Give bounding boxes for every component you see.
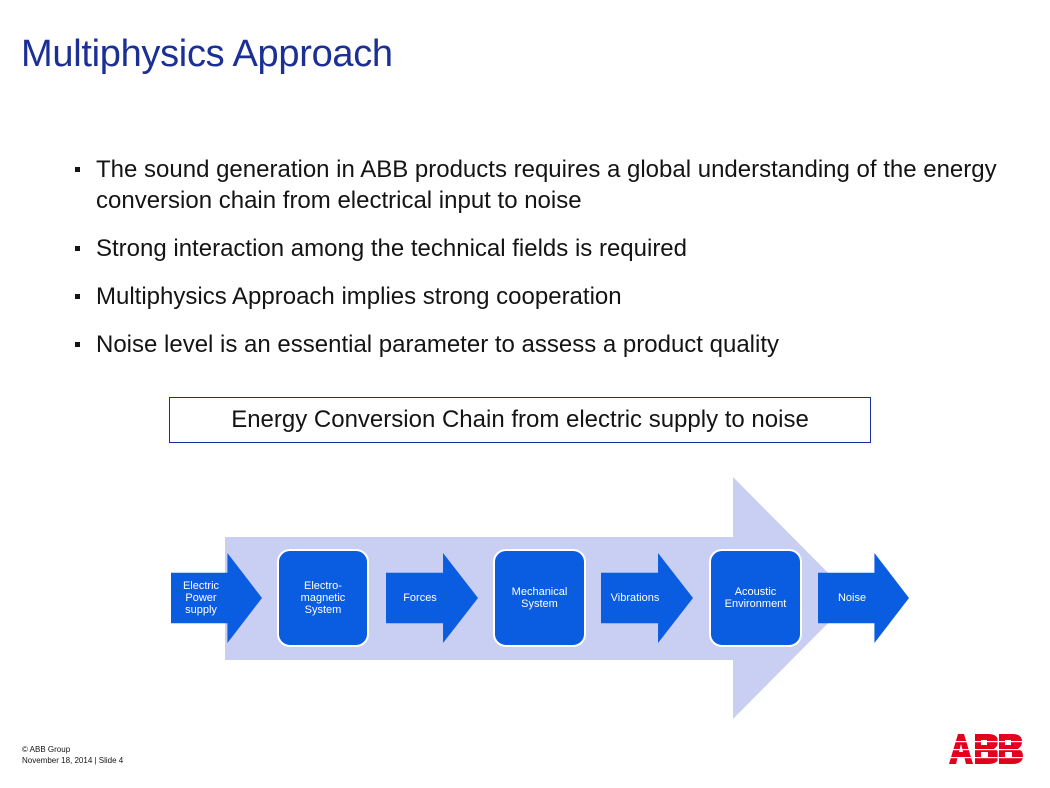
logo-gap xyxy=(997,733,999,765)
label-line: System xyxy=(304,604,342,616)
label-line: Noise xyxy=(837,592,867,604)
label-line: Forces xyxy=(403,592,437,604)
copyright-text: © ABB Group xyxy=(22,745,71,754)
label-line: System xyxy=(521,598,558,610)
forces-arrow-label: Forces xyxy=(386,553,454,643)
bullet-marker xyxy=(75,294,80,299)
label-line: Mechanical xyxy=(511,586,568,598)
date-slide-text: November 18, 2014 | Slide 4 xyxy=(22,756,124,765)
forces-arrow xyxy=(386,553,478,643)
logo-slit xyxy=(949,741,1024,743)
bullet-text: Strong interaction among the technical f… xyxy=(96,235,687,262)
logo-b-counter xyxy=(981,740,987,745)
logo-b-counter xyxy=(1005,752,1012,758)
logo-slit xyxy=(949,749,1024,751)
bullet-item: Noise level is an essential parameter to… xyxy=(72,329,1012,360)
abb-logo xyxy=(949,733,1024,765)
logo-gap xyxy=(973,733,975,765)
noise-arrow xyxy=(818,553,909,643)
bullet-item: The sound generation in ABB products req… xyxy=(72,154,1012,216)
label-line: Electro- xyxy=(304,580,342,592)
electric-power-supply-arrow xyxy=(171,553,262,643)
label-line: Vibrations xyxy=(610,592,660,604)
bullet-item: Strong interaction among the technical f… xyxy=(72,233,1012,264)
slide-footer: © ABB Group November 18, 2014 | Slide 4 xyxy=(22,744,123,766)
electromagnetic-system-box xyxy=(277,549,369,647)
label-line: magnetic xyxy=(300,592,346,604)
vibrations-arrow xyxy=(601,553,693,643)
logo-b-counter xyxy=(1005,740,1011,745)
label-line: supply xyxy=(185,604,217,616)
label-line: Environment xyxy=(724,598,787,610)
label-line: Electric xyxy=(182,580,220,592)
vibrations-arrow-label: Vibrations xyxy=(601,553,669,643)
noise-arrow-label: Noise xyxy=(818,553,886,643)
label-line: Acoustic xyxy=(734,586,777,598)
bullet-text: Multiphysics Approach implies strong coo… xyxy=(96,283,622,310)
logo-b-counter xyxy=(981,752,988,758)
bullet-text: The sound generation in ABB products req… xyxy=(96,156,997,214)
bullet-item: Multiphysics Approach implies strong coo… xyxy=(72,281,1012,312)
slide-title: Multiphysics Approach xyxy=(21,33,393,75)
bullet-marker xyxy=(75,342,80,347)
diagram-graphics xyxy=(171,477,909,719)
bullet-marker xyxy=(75,167,80,172)
label-line: Power xyxy=(185,592,217,604)
conversion-chain-callout: Energy Conversion Chain from electric su… xyxy=(169,397,871,443)
logo-slit xyxy=(949,757,1024,759)
mechanical-system-box xyxy=(493,549,586,647)
acoustic-environment-box xyxy=(709,549,802,647)
bullet-text: Noise level is an essential parameter to… xyxy=(96,331,780,358)
bullet-marker xyxy=(75,246,80,251)
bullet-list: The sound generation in ABB products req… xyxy=(72,154,1012,377)
